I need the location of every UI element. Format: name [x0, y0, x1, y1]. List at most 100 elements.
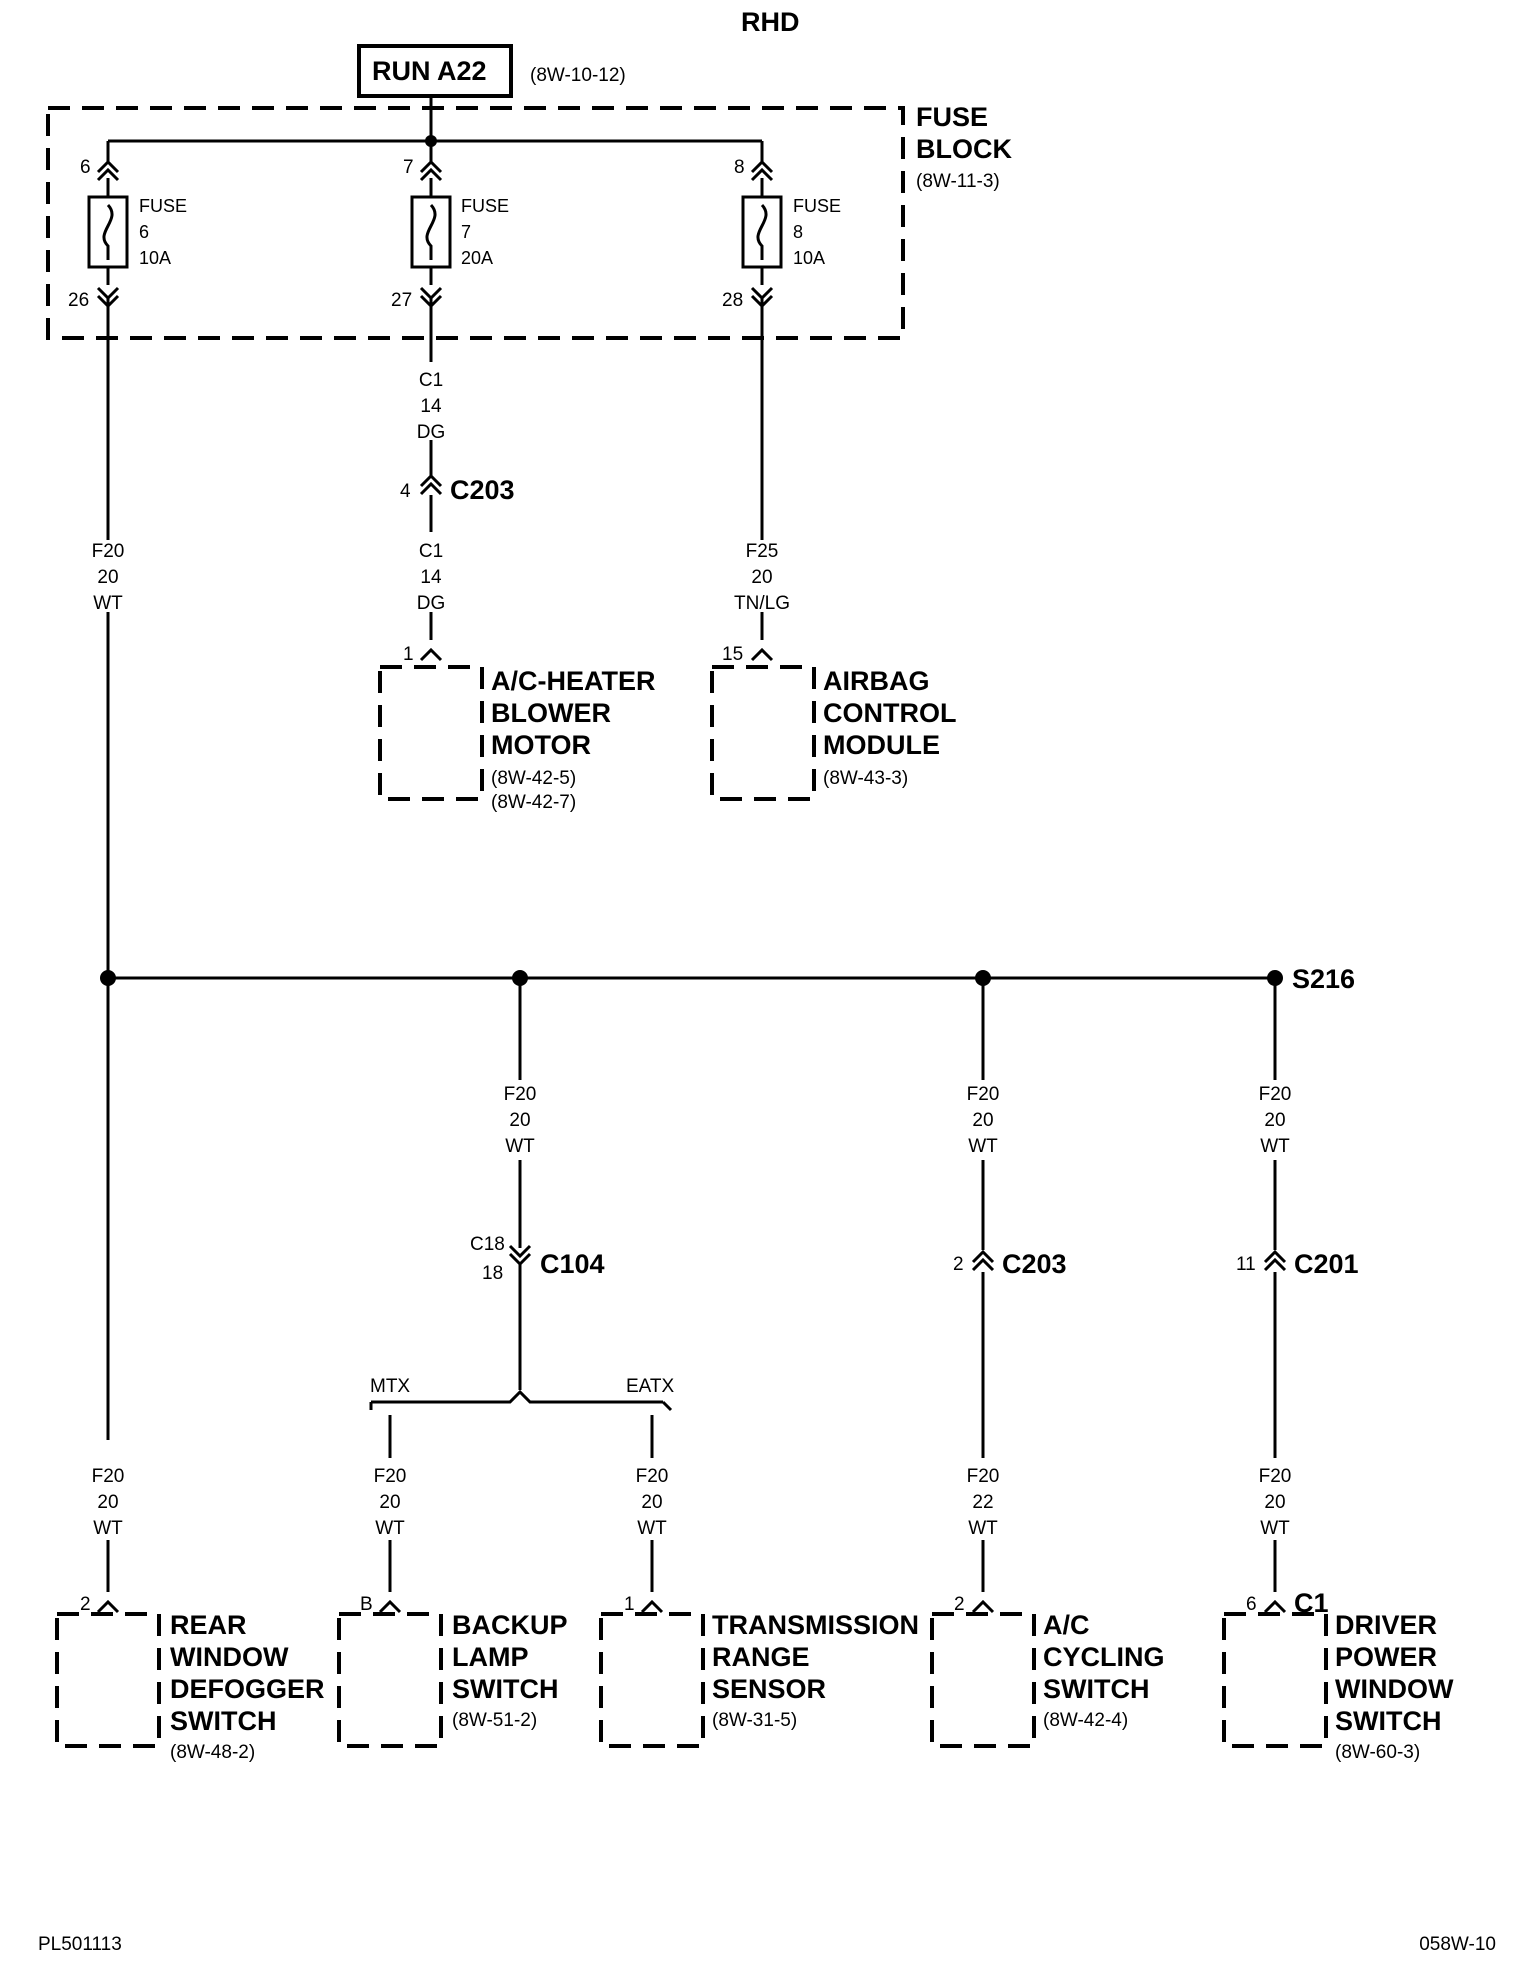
footer-left: PL501113 [38, 1934, 122, 1955]
blower-motor-box [378, 665, 484, 801]
component-pin: 15 [722, 644, 743, 665]
component-label: WINDOW [170, 1642, 289, 1672]
fuse-pin: 27 [391, 290, 412, 311]
component-label: LAMP [452, 1642, 529, 1672]
fuse-block-label: FUSE [916, 102, 988, 132]
component-label: AIRBAG [823, 666, 930, 696]
connector-name: C104 [540, 1249, 605, 1279]
fuse-pin: 6 [80, 157, 91, 178]
fuse-block-outline [46, 106, 905, 340]
splice-dot [975, 970, 991, 986]
component-label: POWER [1335, 1642, 1437, 1672]
connector-name: C201 [1294, 1249, 1359, 1279]
airbag-module-box [710, 665, 816, 801]
component-label: WINDOW [1335, 1674, 1454, 1704]
wire-label: F20 [967, 1084, 1000, 1105]
component-ref: (8W-43-3) [823, 768, 908, 789]
fuse-label: FUSE [793, 196, 841, 216]
wire-label: DG [417, 422, 446, 443]
component-label: MODULE [823, 730, 940, 760]
wire-label: 20 [379, 1492, 400, 1513]
wire-label: F20 [636, 1466, 669, 1487]
fuse-label: 10A [793, 248, 825, 268]
wire-label: 20 [97, 567, 118, 588]
wire-label: C1 [419, 370, 443, 391]
connector-pin: 18 [482, 1263, 503, 1284]
splice-label: S216 [1292, 964, 1355, 994]
splice-dot [1267, 970, 1283, 986]
trs-box [599, 1612, 705, 1748]
component-label: SWITCH [1335, 1706, 1441, 1736]
component-label: DEFOGGER [170, 1674, 325, 1704]
wire-label: WT [1260, 1136, 1290, 1157]
fuse-label: 20A [461, 248, 493, 268]
fuse-label: 7 [461, 222, 471, 242]
wire-label: 20 [972, 1110, 993, 1131]
fuse-label: FUSE [461, 196, 509, 216]
branch-label: EATX [626, 1376, 675, 1397]
footer-right: 058W-10 [1419, 1934, 1496, 1955]
component-ref: (8W-42-7) [491, 792, 576, 813]
fuse-pin: 7 [403, 157, 414, 178]
wire-label: WT [1260, 1518, 1290, 1539]
wire-label: F20 [967, 1466, 1000, 1487]
wire-label: DG [417, 593, 446, 614]
component-label: CONTROL [823, 698, 956, 728]
wire-label: C1 [419, 541, 443, 562]
component-ref: (8W-42-4) [1043, 1710, 1128, 1731]
wire-label: 14 [420, 567, 442, 588]
wire-label: WT [505, 1136, 535, 1157]
page-title: RHD [741, 7, 800, 37]
component-label: REAR [170, 1610, 247, 1640]
component-ref: (8W-31-5) [712, 1710, 797, 1731]
component-label: CYCLING [1043, 1642, 1165, 1672]
wire-label: WT [637, 1518, 667, 1539]
wire-label: TN/LG [734, 593, 790, 614]
wire-label: 20 [97, 1492, 118, 1513]
component-pin: B [360, 1594, 373, 1615]
connector-pin: C18 [470, 1234, 505, 1255]
wire-label: 20 [1264, 1110, 1285, 1131]
component-pin: 6 [1246, 1594, 1257, 1615]
wire-label: WT [93, 1518, 123, 1539]
wire-label: F20 [1259, 1466, 1292, 1487]
source-label: RUN A22 [372, 56, 487, 86]
connector-pin: 2 [953, 1254, 964, 1275]
fuse-block-label: BLOCK [916, 134, 1012, 164]
run-a22-box [357, 44, 513, 98]
component-ref: (8W-42-5) [491, 768, 576, 789]
wire-label: F25 [746, 541, 779, 562]
fuse-block-ref: (8W-11-3) [916, 171, 1000, 192]
component-pin: 1 [624, 1594, 635, 1615]
wire-label: 20 [641, 1492, 662, 1513]
source-ref: (8W-10-12) [530, 65, 626, 86]
wire-label: 22 [972, 1492, 993, 1513]
component-label: DRIVER [1335, 1610, 1437, 1640]
component-label: TRANSMISSION [712, 1610, 919, 1640]
branch-label: MTX [370, 1376, 410, 1397]
component-pin: 1 [403, 644, 414, 665]
wire-label: 14 [420, 396, 442, 417]
connector-name: C203 [1002, 1249, 1067, 1279]
wire-label: 20 [509, 1110, 530, 1131]
wire-label: F20 [92, 1466, 125, 1487]
fuse-label: 6 [139, 222, 149, 242]
connector-pin: 4 [400, 481, 411, 502]
component-label: BLOWER [491, 698, 611, 728]
wire-label: F20 [504, 1084, 537, 1105]
wire-label: F20 [92, 541, 125, 562]
splice-dot [100, 970, 116, 986]
fuse-pin: 28 [722, 290, 743, 311]
fuse-label: 8 [793, 222, 803, 242]
wire-label: F20 [374, 1466, 407, 1487]
rear-defogger-box [55, 1612, 161, 1748]
wire-label: WT [968, 1518, 998, 1539]
component-label: SWITCH [1043, 1674, 1149, 1704]
component-label: RANGE [712, 1642, 810, 1672]
fuse-pin: 26 [68, 290, 89, 311]
component-label: A/C [1043, 1610, 1090, 1640]
connector-pin: 11 [1236, 1254, 1256, 1275]
wire-label: F20 [1259, 1084, 1292, 1105]
driver-window-box [1222, 1612, 1328, 1748]
